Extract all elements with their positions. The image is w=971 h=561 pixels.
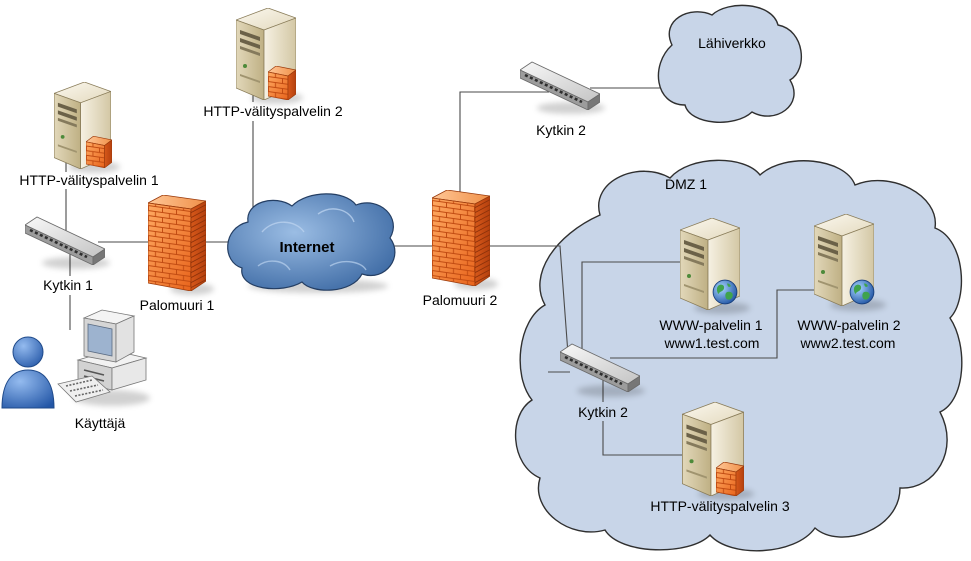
- switch2-lan-label: Kytkin 2: [536, 122, 586, 138]
- proxy3-firewall-badge-icon: [716, 462, 744, 496]
- dmz-switch-www2-line: [610, 289, 822, 359]
- internet-label: Internet: [279, 239, 334, 256]
- www2-host-label: www2.test.com: [800, 335, 896, 351]
- user-person-icon: [1, 336, 55, 409]
- www1-host-label: www1.test.com: [664, 335, 760, 351]
- dmz-label: DMZ 1: [665, 176, 707, 192]
- dmz-switch-proxy3-line-b: [602, 421, 692, 456]
- firewall2-dmz-switch-line: [486, 245, 569, 355]
- switch2-dmz-label: Kytkin 2: [578, 404, 628, 420]
- www2-server-icon: [814, 214, 875, 306]
- internet-cloud-shape: [227, 193, 396, 291]
- www1-server-icon: [680, 218, 740, 310]
- firewall2-label: Palomuuri 2: [423, 292, 498, 308]
- lan-cloud: [657, 4, 803, 123]
- proxy2-server-icon: [236, 8, 296, 100]
- www1-globe-icon: [712, 279, 738, 305]
- switch1-label: Kytkin 1: [43, 277, 93, 293]
- proxy3-server-icon: [682, 402, 744, 496]
- proxy2-firewall-badge-icon: [268, 66, 296, 100]
- proxy1-server-icon: [54, 82, 112, 169]
- lan-label: Lähiverkko: [698, 35, 766, 51]
- dmz-switch-www1-line: [581, 261, 690, 362]
- computer-icon: [57, 309, 148, 403]
- firewall1-label: Palomuuri 1: [140, 297, 215, 313]
- firewall2-icon: [432, 190, 490, 286]
- www1-label: WWW-palvelin 1: [659, 317, 762, 333]
- user-label: Käyttäjä: [75, 415, 126, 431]
- firewall2-switch2-line: [459, 91, 549, 200]
- internet-cloud: [227, 193, 396, 291]
- proxy3-label: HTTP-välityspalvelin 3: [650, 498, 789, 514]
- www2-label: WWW-palvelin 2: [797, 317, 900, 333]
- proxy2-label: HTTP-välityspalvelin 2: [203, 103, 342, 119]
- proxy1-firewall-badge-icon: [86, 136, 112, 168]
- firewall1-icon: [148, 195, 206, 291]
- www2-globe-icon: [849, 279, 875, 305]
- proxy1-label: HTTP-välityspalvelin 1: [19, 172, 158, 188]
